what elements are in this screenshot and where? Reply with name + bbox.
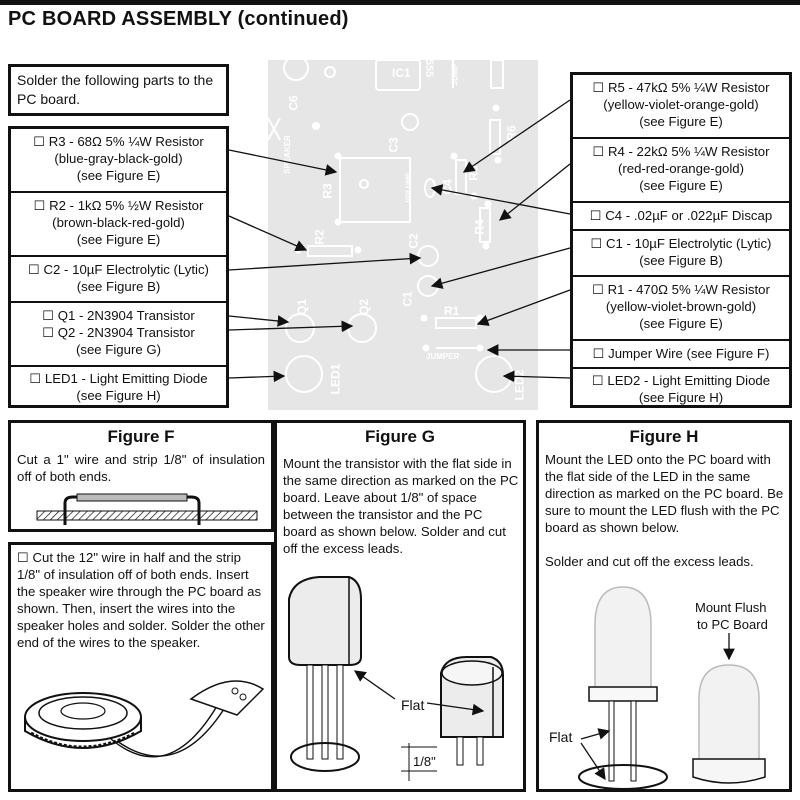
figure-g-flat-label: Flat bbox=[401, 697, 425, 713]
part-c1[interactable]: ☐ C1 - 10µF Electrolytic (Lytic) (see Fi… bbox=[573, 235, 789, 269]
part-r1[interactable]: ☐ R1 - 470Ω 5% ¼W Resistor (yellow-viole… bbox=[573, 281, 789, 332]
part-r2-line2: (brown-black-red-gold) bbox=[52, 215, 185, 230]
divider bbox=[11, 191, 226, 193]
right-parts-box: ☐ R5 - 47kΩ 5% ¼W Resistor (yellow-viole… bbox=[570, 72, 792, 408]
speaker-text[interactable]: ☐ Cut the 12" wire in half and the strip… bbox=[17, 550, 265, 650]
part-c1-line1: ☐ C1 - 10µF Electrolytic (Lytic) bbox=[590, 236, 772, 251]
page-title: PC BOARD ASSEMBLY (continued) bbox=[8, 8, 349, 30]
part-r5-line1: ☐ R5 - 47kΩ 5% ¼W Resistor bbox=[592, 80, 770, 95]
figure-f-box: Figure F Cut a 1" wire and strip 1/8" of… bbox=[8, 420, 274, 532]
left-parts-box: ☐ R3 - 68Ω 5% ¼W Resistor (blue-gray-bla… bbox=[8, 126, 229, 408]
figure-g-gap-label: 1/8" bbox=[413, 754, 436, 769]
figure-h-text1: Mount the LED onto the PC board with the… bbox=[545, 452, 784, 535]
divider bbox=[573, 275, 789, 277]
divider bbox=[573, 229, 789, 231]
part-r5-line3: (see Figure E) bbox=[639, 114, 723, 129]
mount-flush-line1: Mount Flush bbox=[695, 600, 767, 615]
part-c4[interactable]: ☐ C4 - .02µF or .022µF Discap bbox=[573, 207, 789, 224]
part-led2-line2: (see Figure H) bbox=[638, 390, 724, 405]
transistor-drawing bbox=[288, 576, 504, 781]
part-r3-line1: ☐ R3 - 68Ω 5% ¼W Resistor bbox=[33, 134, 204, 149]
divider bbox=[573, 201, 789, 203]
part-r4-line2: (red-red-orange-gold) bbox=[617, 161, 745, 176]
figure-f-title: Figure F bbox=[107, 427, 175, 446]
part-r2-line1: ☐ R2 - 1kΩ 5% ½W Resistor bbox=[33, 198, 204, 213]
part-r2-line3: (see Figure E) bbox=[76, 232, 161, 247]
part-q1-line: ☐ Q1 - 2N3904 Transistor bbox=[42, 308, 195, 323]
figure-f-text: Cut a 1" wire and strip 1/8" of insulati… bbox=[17, 452, 265, 484]
part-r2[interactable]: ☐ R2 - 1kΩ 5% ½W Resistor (brown-black-r… bbox=[11, 197, 226, 248]
part-c2-line2: (see Figure B) bbox=[76, 279, 161, 294]
figure-g-text: Mount the transistor with the flat side … bbox=[283, 456, 519, 556]
part-c4-line1: ☐ C4 - .02µF or .022µF Discap bbox=[589, 208, 773, 223]
figure-h-flat-label: Flat bbox=[549, 729, 573, 745]
divider bbox=[573, 367, 789, 369]
part-r4-line1: ☐ R4 - 22kΩ 5% ¼W Resistor bbox=[592, 144, 770, 159]
part-r3-line2: (blue-gray-black-gold) bbox=[54, 151, 183, 166]
part-q2-line: ☐ Q2 - 2N3904 Transistor bbox=[42, 325, 195, 340]
leader-arrows bbox=[228, 99, 571, 383]
part-led1-line2: (see Figure H) bbox=[76, 388, 161, 403]
part-r3-line3: (see Figure E) bbox=[76, 168, 161, 183]
figure-h-text2: Solder and cut off the excess leads. bbox=[545, 554, 754, 569]
divider bbox=[11, 255, 226, 257]
divider bbox=[11, 301, 226, 303]
part-led2-line1: ☐ LED2 - Light Emitting Diode bbox=[591, 373, 771, 388]
speaker-instructions-box: ☐ Cut the 12" wire in half and the strip… bbox=[8, 542, 274, 792]
part-c2[interactable]: ☐ C2 - 10µF Electrolytic (Lytic) (see Fi… bbox=[11, 261, 226, 295]
part-q1-q2[interactable]: ☐ Q1 - 2N3904 Transistor ☐ Q2 - 2N3904 T… bbox=[11, 307, 226, 358]
figure-h-box: Figure H Mount the LED onto the PC board… bbox=[536, 420, 792, 792]
figure-g-box: Figure G Mount the transistor with the f… bbox=[274, 420, 526, 792]
board-label-jumper: JUMPER bbox=[426, 352, 460, 361]
board-label-ic1: IC1 bbox=[392, 66, 411, 80]
part-led1[interactable]: ☐ LED1 - Light Emitting Diode (see Figur… bbox=[11, 370, 226, 404]
part-r1-line1: ☐ R1 - 470Ω 5% ¼W Resistor bbox=[592, 282, 770, 297]
figure-g-title: Figure G bbox=[365, 427, 435, 446]
pc-board-drawing bbox=[267, 55, 513, 393]
mount-flush-line2: to PC Board bbox=[697, 617, 768, 632]
part-r5[interactable]: ☐ R5 - 47kΩ 5% ¼W Resistor (yellow-viole… bbox=[573, 79, 789, 130]
part-jumper[interactable]: ☐ Jumper Wire (see Figure F) bbox=[573, 345, 789, 362]
intro-text: Solder the following parts to the PC boa… bbox=[17, 72, 214, 107]
divider bbox=[11, 365, 226, 367]
part-led2[interactable]: ☐ LED2 - Light Emitting Diode (see Figur… bbox=[573, 372, 789, 406]
speaker-drawing bbox=[24, 680, 265, 758]
part-r1-line3: (see Figure E) bbox=[639, 316, 723, 331]
jumper-wire-drawing bbox=[36, 493, 258, 525]
part-r4-line3: (see Figure E) bbox=[639, 178, 723, 193]
top-rule bbox=[0, 0, 800, 5]
divider bbox=[573, 137, 789, 139]
part-r5-line2: (yellow-violet-orange-gold) bbox=[603, 97, 759, 112]
part-r1-line2: (yellow-violet-brown-gold) bbox=[605, 299, 757, 314]
part-q-figure-line: (see Figure G) bbox=[75, 342, 161, 357]
divider bbox=[573, 339, 789, 341]
figure-h-title: Figure H bbox=[629, 427, 699, 446]
part-c2-line1: ☐ C2 - 10µF Electrolytic (Lytic) bbox=[28, 262, 209, 277]
part-jumper-line1: ☐ Jumper Wire (see Figure F) bbox=[592, 346, 770, 361]
part-r3[interactable]: ☐ R3 - 68Ω 5% ¼W Resistor (blue-gray-bla… bbox=[11, 133, 226, 184]
led-drawing bbox=[578, 586, 766, 790]
board-label-r1: R1 bbox=[444, 304, 460, 318]
intro-box: Solder the following parts to the PC boa… bbox=[8, 64, 229, 116]
part-c1-line2: (see Figure B) bbox=[639, 253, 723, 268]
part-r4[interactable]: ☐ R4 - 22kΩ 5% ¼W Resistor (red-red-oran… bbox=[573, 143, 789, 194]
part-led1-line1: ☐ LED1 - Light Emitting Diode bbox=[29, 371, 208, 386]
